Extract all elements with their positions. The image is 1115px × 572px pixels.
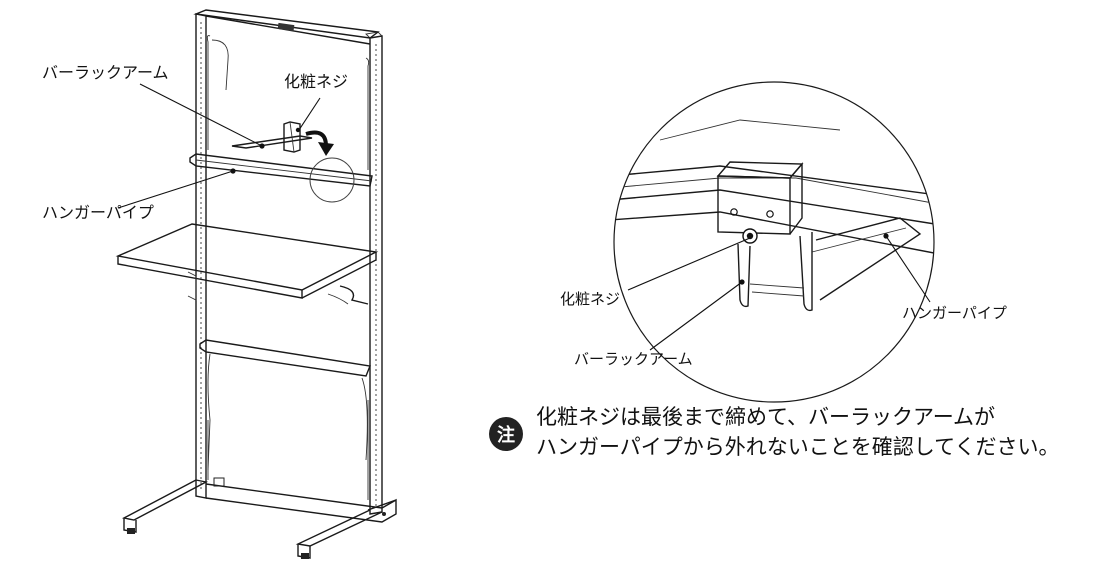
rotation-arrow [305, 130, 334, 156]
leader-cosmetic-screw-left [298, 97, 321, 131]
detail-label-cosmetic-screw: 化粧ネジ [560, 290, 620, 308]
label-bar-rack-arm: バーラックアーム [42, 63, 169, 82]
note-block: 注 化粧ネジは最後まで締めて、バーラックアームが ハンガーパイプから外れないこと… [489, 405, 1060, 459]
leader-hanger-pipe-left [117, 170, 234, 209]
note-badge [489, 417, 523, 451]
top-beam [193, 9, 380, 45]
leader-hanger-pipe-right [885, 235, 931, 303]
back-panel [206, 35, 370, 500]
detail-label-bar-rack-arm: バーラックアーム [574, 350, 693, 368]
note-line-2: ハンガーパイプから外れないことを確認してください。 [536, 435, 1060, 459]
leader-bar-rack-arm-right [649, 281, 743, 351]
hanger-pipe-upper [189, 153, 373, 187]
label-hanger-pipe: ハンガーパイプ [42, 203, 154, 222]
detail-label-hanger-pipe: ハンガーパイプ [902, 304, 1007, 322]
label-cosmetic-screw: 化粧ネジ [284, 72, 348, 91]
rack-illustration [115, 9, 397, 559]
detail-view [613, 81, 935, 403]
shelf [115, 223, 379, 305]
leader-cosmetic-screw-right [627, 237, 751, 291]
base-legs [121, 477, 397, 559]
note-line-1: 化粧ネジは最後まで締めて、バーラックアームが [536, 405, 995, 429]
right-upright [365, 31, 383, 515]
left-upright [195, 13, 207, 499]
note-badge-label: 注 [497, 424, 515, 446]
leader-bar-rack-arm-left [139, 83, 263, 147]
detail-callout-circle [309, 157, 355, 203]
lower-rail [199, 339, 371, 471]
